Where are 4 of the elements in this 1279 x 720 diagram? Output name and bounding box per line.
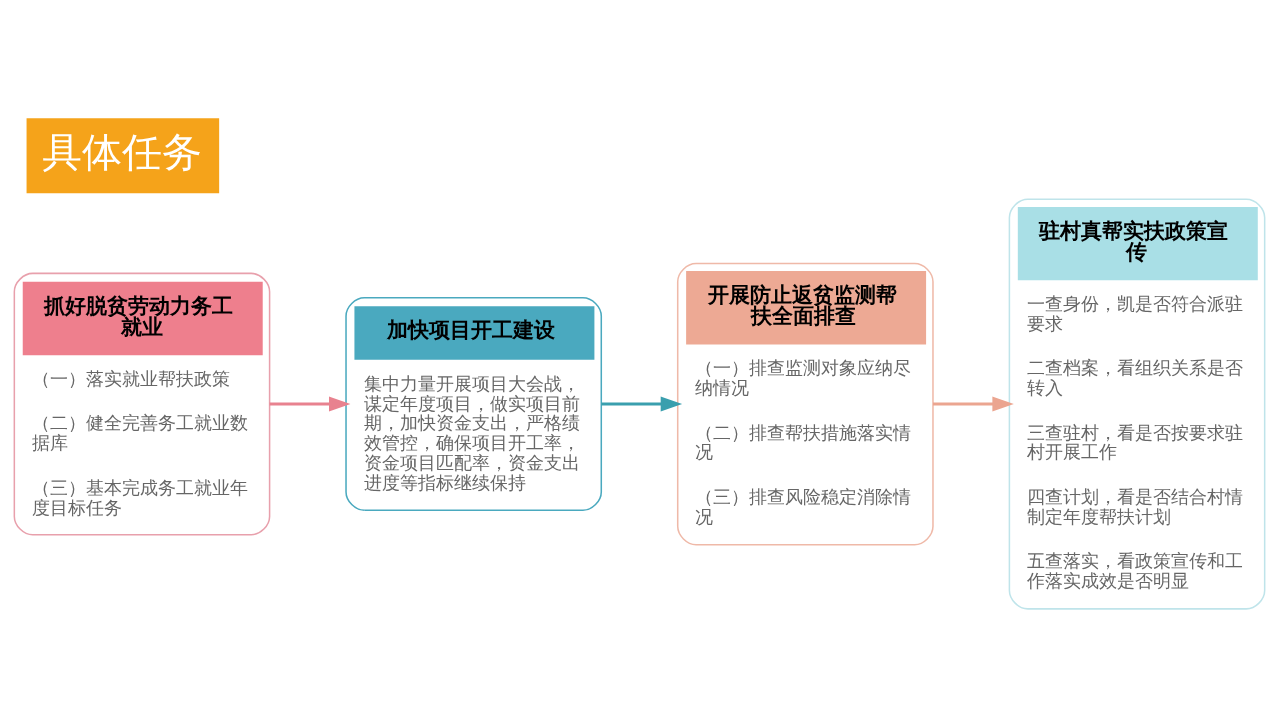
arrow [269,396,351,412]
arrow [601,396,683,412]
arrow [933,396,1014,412]
diagram-title: 具体任务 [41,128,202,175]
